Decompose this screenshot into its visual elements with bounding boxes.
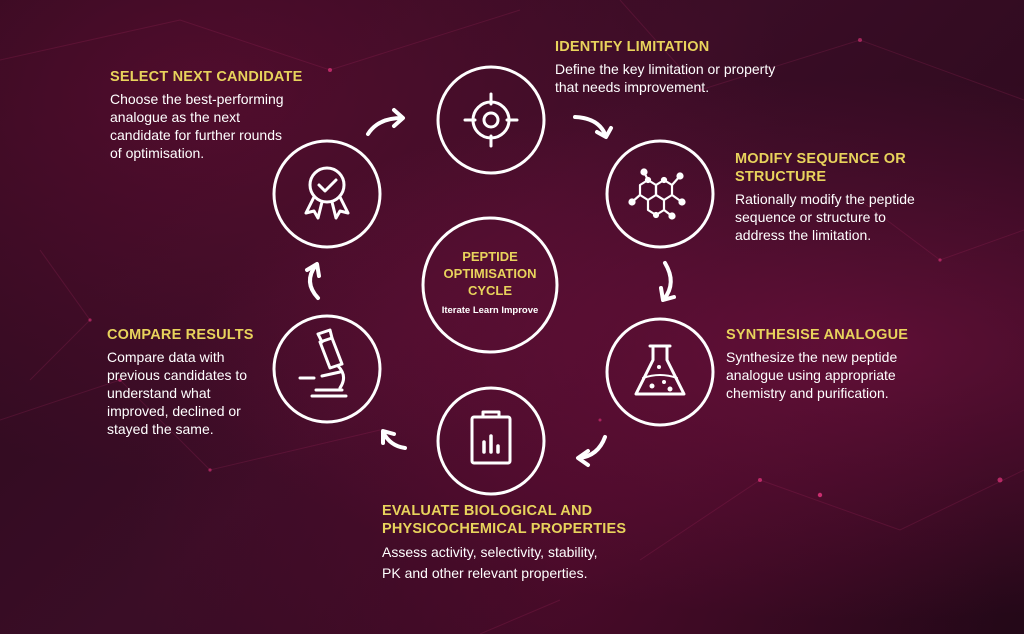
- step-description-line: improved, declined or: [107, 403, 241, 419]
- flask-icon: [634, 344, 686, 396]
- step-heading-line: SELECT NEXT CANDIDATE: [110, 69, 303, 85]
- microscope-icon: [298, 328, 348, 398]
- center-subtitle: Iterate Learn Improve: [441, 305, 539, 316]
- center-title-line: CYCLE: [467, 283, 513, 298]
- step-identify-limitation: IDENTIFY LIMITATION Define the key limit…: [555, 38, 855, 96]
- arrow-compare-to-select: [305, 262, 321, 300]
- step-heading: EVALUATE BIOLOGICAL AND PHYSICOCHEMICAL …: [382, 502, 712, 538]
- step-description-line: Synthesize the new peptide: [726, 349, 898, 365]
- step-description-line: analogue as the next: [110, 109, 240, 125]
- step-modify-sequence: MODIFY SEQUENCE OR STRUCTURE Rationally …: [735, 150, 1015, 244]
- node-identify-circle: [436, 65, 546, 175]
- step-description-line: Define the key limitation or property: [555, 61, 776, 77]
- step-description-line: Choose the best-performing: [110, 91, 284, 107]
- step-description-line: Assess activity, selectivity, stability,: [382, 544, 598, 560]
- step-description-line: candidate for further rounds: [110, 127, 282, 143]
- step-description: Choose the best-performing analogue as t…: [110, 90, 340, 162]
- node-synthesise-circle: [605, 317, 715, 427]
- arrow-evaluate-to-compare: [381, 429, 407, 450]
- step-heading-line: MODIFY SEQUENCE OR: [735, 151, 906, 167]
- step-heading-line: STRUCTURE: [735, 169, 827, 185]
- step-description-line: chemistry and purification.: [726, 385, 889, 401]
- target-icon: [463, 92, 519, 148]
- step-description: Compare data with previous candidates to…: [107, 348, 287, 438]
- step-heading-line: PHYSICOCHEMICAL PROPERTIES: [382, 521, 627, 537]
- step-heading: IDENTIFY LIMITATION: [555, 38, 855, 56]
- step-description: Synthesize the new peptide analogue usin…: [726, 348, 1016, 402]
- step-heading: SELECT NEXT CANDIDATE: [110, 68, 340, 86]
- arrow-select-to-identify: [366, 108, 405, 136]
- award-badge-icon: [304, 166, 350, 220]
- step-heading-line: EVALUATE BIOLOGICAL AND: [382, 503, 593, 519]
- arrow-modify-to-synthesise: [659, 261, 676, 302]
- clipboard-chart-icon: [470, 410, 512, 465]
- step-description-line: Compare data with: [107, 349, 225, 365]
- center-title: PEPTIDE OPTIMISATION CYCLE: [435, 248, 545, 299]
- step-select-next-candidate: SELECT NEXT CANDIDATE Choose the best-pe…: [110, 68, 340, 162]
- step-heading: MODIFY SEQUENCE OR STRUCTURE: [735, 150, 1015, 186]
- molecule-icon: [628, 168, 686, 220]
- step-heading: SYNTHESISE ANALOGUE: [726, 326, 1016, 344]
- center-title-line: OPTIMISATION: [443, 266, 537, 281]
- step-synthesise-analogue: SYNTHESISE ANALOGUE Synthesize the new p…: [726, 326, 1016, 402]
- node-select-circle: [272, 139, 382, 249]
- node-compare-circle: [272, 314, 382, 424]
- step-description-line: sequence or structure to: [735, 209, 886, 225]
- node-modify-circle: [605, 139, 715, 249]
- step-description-line: address the limitation.: [735, 227, 872, 243]
- step-description-line: previous candidates to: [107, 367, 248, 383]
- center-title-line: PEPTIDE: [462, 249, 518, 264]
- center-circle: [421, 216, 559, 354]
- step-description-line: stayed the same.: [107, 421, 214, 437]
- step-description-line: analogue using appropriate: [726, 367, 896, 383]
- step-description-line: PK and other relevant properties.: [382, 565, 588, 581]
- step-description-line: that needs improvement.: [555, 79, 710, 95]
- step-compare-results: COMPARE RESULTS Compare data with previo…: [107, 326, 287, 438]
- step-description: Rationally modify the peptide sequence o…: [735, 190, 1015, 244]
- step-heading-line: COMPARE RESULTS: [107, 327, 254, 343]
- arrow-synthesise-to-evaluate: [576, 435, 607, 467]
- step-description-line: understand what: [107, 385, 211, 401]
- step-heading: COMPARE RESULTS: [107, 326, 287, 344]
- step-evaluate-properties: EVALUATE BIOLOGICAL AND PHYSICOCHEMICAL …: [382, 502, 712, 584]
- step-heading-line: SYNTHESISE ANALOGUE: [726, 327, 909, 343]
- arrow-identify-to-modify: [573, 115, 613, 139]
- step-description: Assess activity, selectivity, stability,…: [382, 542, 712, 584]
- node-evaluate-circle: [436, 386, 546, 496]
- step-description: Define the key limitation or property th…: [555, 60, 855, 96]
- step-description-line: Rationally modify the peptide: [735, 191, 915, 207]
- step-heading-line: IDENTIFY LIMITATION: [555, 39, 710, 55]
- step-description-line: of optimisation.: [110, 145, 205, 161]
